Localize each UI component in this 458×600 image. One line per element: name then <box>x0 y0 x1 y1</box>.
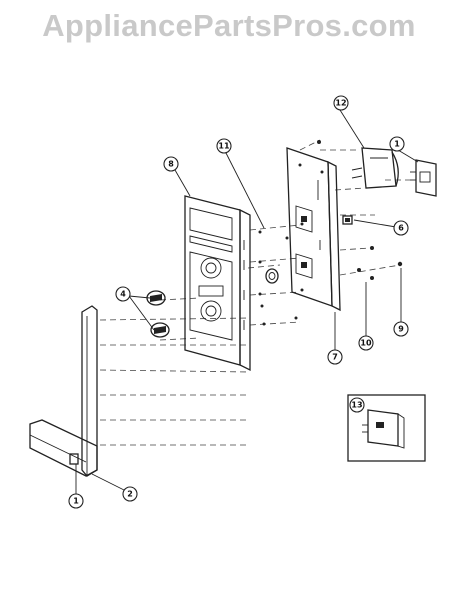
inset-box <box>347 394 426 462</box>
svg-text:7: 7 <box>332 353 338 362</box>
svg-text:12: 12 <box>335 99 346 108</box>
svg-text:2: 2 <box>127 490 133 499</box>
svg-text:13: 13 <box>351 401 362 410</box>
svg-text:1: 1 <box>73 497 79 506</box>
part-switch-upper <box>410 159 437 197</box>
part-mounting-plate <box>286 147 341 312</box>
assembly-lines <box>99 139 410 446</box>
part-trim-bracket <box>29 305 98 477</box>
leader-lines <box>75 109 419 494</box>
svg-text:8: 8 <box>168 160 174 169</box>
callout-10: 10 <box>358 335 374 351</box>
callout-2: 2 <box>122 486 138 502</box>
callout-6: 6 <box>393 220 409 236</box>
part-bushing <box>265 268 279 284</box>
callout-9: 9 <box>393 321 409 337</box>
part-control-panel <box>184 195 251 372</box>
callout-8: 8 <box>163 156 179 172</box>
svg-text:6: 6 <box>398 224 404 233</box>
svg-text:11: 11 <box>218 142 230 151</box>
callout-4: 4 <box>115 286 131 302</box>
callout-7: 7 <box>327 349 343 365</box>
screws <box>258 140 403 326</box>
svg-text:1: 1 <box>394 140 400 149</box>
callout-11: 11 <box>216 138 232 154</box>
callout-1-lower: 1 <box>68 493 84 509</box>
callout-1-upper: 1 <box>389 136 405 152</box>
svg-text:4: 4 <box>120 290 126 299</box>
callout-13: 13 <box>349 397 365 413</box>
callout-12: 12 <box>333 95 349 111</box>
svg-text:10: 10 <box>360 339 372 348</box>
part-clip <box>342 215 353 225</box>
part-timer-motor <box>351 147 399 189</box>
svg-text:9: 9 <box>398 325 404 334</box>
part-knobs <box>146 290 170 338</box>
watermark-text: AppliancePartsPros.com <box>42 8 416 43</box>
